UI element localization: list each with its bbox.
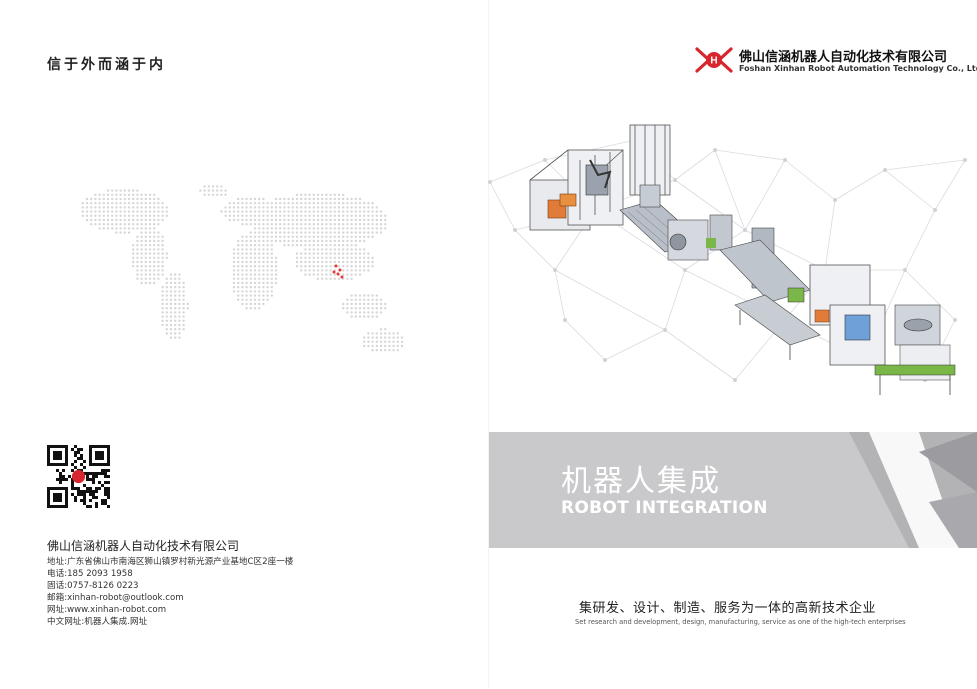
title-banner: 机器人集成 ROBOT INTEGRATION: [489, 432, 977, 548]
contact-info: 地址:广东省佛山市南海区狮山镇罗村新光源产业基地C区2座一楼 电话:185 20…: [47, 556, 293, 628]
world-map-dots: [81, 185, 404, 352]
company-name-en: Foshan Xinhan Robot Automation Technolog…: [739, 64, 977, 73]
company-name-cn: 佛山信涵机器人自动化技术有限公司: [739, 50, 948, 65]
contact-website[interactable]: 网址:www.xinhan-robot.com: [47, 605, 167, 615]
contact-landline: 固话:0757-8126 0223: [47, 581, 139, 591]
tagline-cn: 集研发、设计、制造、服务为一体的高新技术企业: [579, 601, 877, 616]
banner-title-cn: 机器人集成: [561, 464, 721, 499]
page-fold: [488, 0, 489, 689]
banner-decoration: [849, 432, 977, 548]
svg-text:H: H: [710, 56, 717, 67]
tagline-en: Set research and development, design, ma…: [575, 618, 906, 626]
xh-logo-icon: H: [695, 47, 733, 73]
qr-code-icon[interactable]: [47, 445, 110, 508]
company-name-left: 佛山信涵机器人自动化技术有限公司: [47, 539, 240, 553]
contact-email[interactable]: 邮箱:xinhan-robot@outlook.com: [47, 593, 184, 603]
slogan: 信于外而涵于内: [47, 57, 166, 73]
assembly-line-illustration: [529, 124, 956, 395]
contact-address: 地址:广东省佛山市南海区狮山镇罗村新光源产业基地C区2座一楼: [47, 557, 294, 567]
banner-title-en: ROBOT INTEGRATION: [561, 498, 768, 518]
contact-phone: 电话:185 2093 1958: [47, 569, 133, 579]
contact-chinese-url[interactable]: 中文网址:机器人集成.网址: [47, 617, 148, 627]
